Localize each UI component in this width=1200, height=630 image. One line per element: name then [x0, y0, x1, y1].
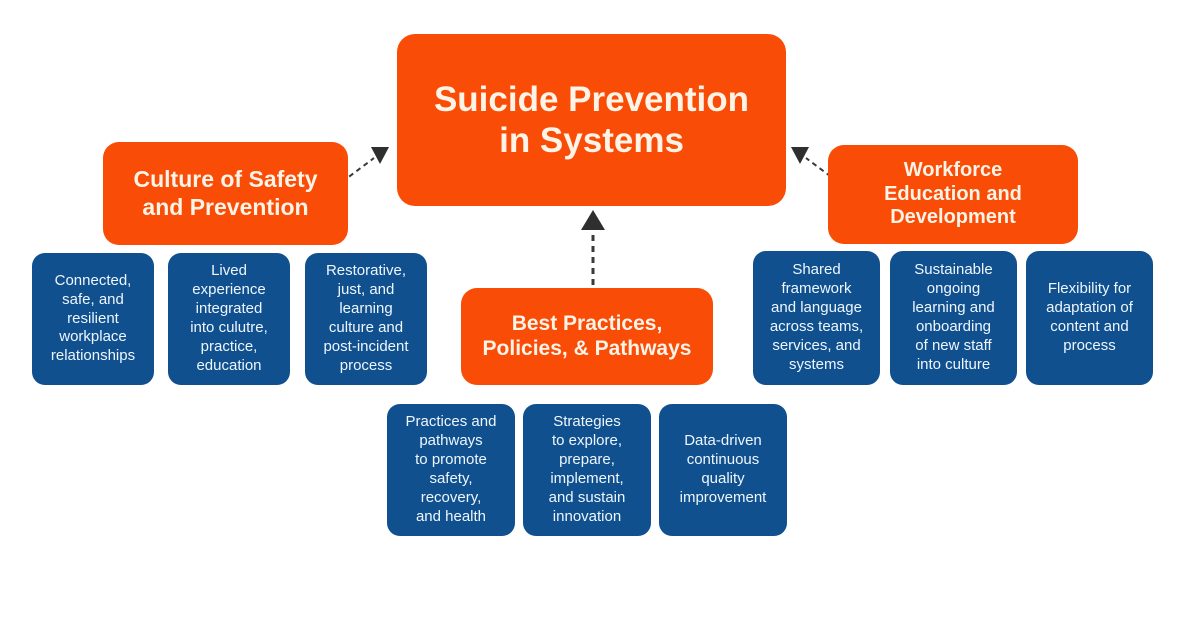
hub-label: Suicide Prevention in Systems [433, 79, 750, 160]
leaf-node-culture-1[interactable]: Connected, safe, and resilient workplace… [32, 253, 154, 385]
leaf-label-best-practices-3: Data-driven continuous quality improveme… [679, 432, 767, 506]
branch-node-best-practices[interactable]: Best Practices, Policies, & Pathways [461, 288, 713, 385]
connector-best-practices-to-hub [581, 210, 605, 296]
leaf-node-workforce-2[interactable]: Sustainable ongoing learning and onboard… [890, 251, 1017, 385]
branch-label-best-practices: Best Practices, Policies, & Pathways [482, 311, 692, 360]
leaf-node-culture-3[interactable]: Restorative, just, and learning culture … [305, 253, 427, 385]
leaf-label-workforce-1: Shared framework and language across tea… [769, 261, 864, 373]
leaf-label-culture-2: Lived experience integrated into culutre… [190, 262, 268, 374]
leaf-label-culture-1: Connected, safe, and resilient workplace… [50, 271, 136, 365]
leaf-label-workforce-3: Flexibility for adaptation of content an… [1046, 280, 1133, 354]
hub-node-suicide-prevention-in-systems[interactable]: Suicide Prevention in Systems [397, 34, 786, 206]
branch-label-workforce: Workforce Education and Development [884, 159, 1022, 229]
leaf-label-workforce-2: Sustainable ongoing learning and onboard… [912, 261, 995, 373]
branch-label-culture: Culture of Safety and Prevention [133, 166, 318, 220]
connector-culture-to-hub [341, 147, 389, 183]
leaf-node-best-practices-3[interactable]: Data-driven continuous quality improveme… [659, 404, 787, 536]
leaf-node-culture-2[interactable]: Lived experience integrated into culutre… [168, 253, 290, 385]
leaf-label-best-practices-1: Practices and pathways to promote safety… [405, 413, 497, 525]
leaf-node-best-practices-1[interactable]: Practices and pathways to promote safety… [387, 404, 515, 536]
leaf-node-best-practices-2[interactable]: Strategies to explore, prepare, implemen… [523, 404, 651, 536]
leaf-node-workforce-3[interactable]: Flexibility for adaptation of content an… [1026, 251, 1153, 385]
leaf-label-best-practices-2: Strategies to explore, prepare, implemen… [548, 413, 626, 525]
branch-node-workforce-education[interactable]: Workforce Education and Development [828, 145, 1078, 244]
branch-node-culture-of-safety[interactable]: Culture of Safety and Prevention [103, 142, 348, 245]
leaf-label-culture-3: Restorative, just, and learning culture … [323, 262, 409, 374]
leaf-node-workforce-1[interactable]: Shared framework and language across tea… [753, 251, 880, 385]
